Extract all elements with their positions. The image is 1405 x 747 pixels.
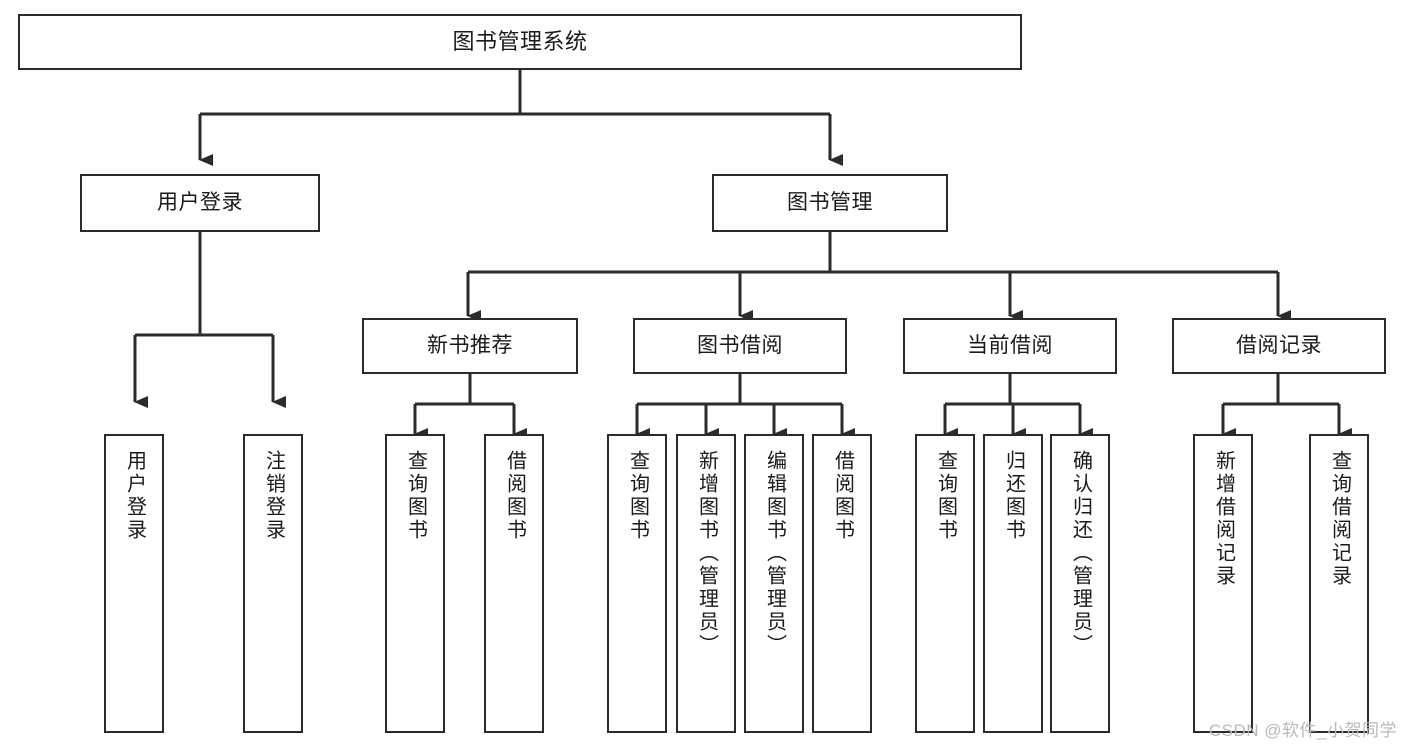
node-label: 查询图书 [404,450,427,542]
leaf-user-login-logout[interactable]: 注销登录 [243,434,303,733]
node-root-system[interactable]: 图书管理系统 [18,14,1022,70]
node-label: 借阅图书 [831,450,854,542]
node-label: 查询图书 [934,450,957,542]
node-label: 图书借阅 [697,334,783,358]
node-new-book-recommend[interactable]: 新书推荐 [362,318,578,374]
node-label: 注销登录 [262,450,285,542]
node-label: 确认归还（管理员） [1069,450,1092,657]
leaf-book-borrow-edit[interactable]: 编辑图书（管理员） [744,434,804,733]
node-book-management[interactable]: 图书管理 [712,174,948,232]
node-user-login[interactable]: 用户登录 [80,174,320,232]
node-label: 图书管理 [787,191,873,215]
node-label: 新书推荐 [427,334,513,358]
leaf-book-borrow-query[interactable]: 查询图书 [607,434,667,733]
leaf-new-book-query[interactable]: 查询图书 [385,434,445,733]
node-label: 归还图书 [1002,450,1025,542]
leaf-current-borrow-query[interactable]: 查询图书 [915,434,975,733]
node-book-borrow[interactable]: 图书借阅 [633,318,847,374]
leaf-book-borrow-borrow[interactable]: 借阅图书 [812,434,872,733]
leaf-user-login-login[interactable]: 用户登录 [104,434,164,733]
node-label: 编辑图书（管理员） [763,450,786,657]
leaf-borrow-record-add[interactable]: 新增借阅记录 [1193,434,1253,733]
node-label: 当前借阅 [967,334,1053,358]
leaf-borrow-record-query[interactable]: 查询借阅记录 [1309,434,1369,733]
node-borrow-record[interactable]: 借阅记录 [1172,318,1386,374]
leaf-current-borrow-confirm-return[interactable]: 确认归还（管理员） [1050,434,1110,733]
node-label: 新增借阅记录 [1212,450,1235,588]
watermark-text: CSDN @软件_小贺同学 [1208,721,1397,740]
leaf-current-borrow-return[interactable]: 归还图书 [983,434,1043,733]
leaf-book-borrow-add[interactable]: 新增图书（管理员） [676,434,736,733]
node-label: 用户登录 [157,191,243,215]
node-label: 用户登录 [123,450,146,542]
leaf-new-book-borrow[interactable]: 借阅图书 [484,434,544,733]
node-label: 查询图书 [626,450,649,542]
node-label: 借阅图书 [503,450,526,542]
node-label: 查询借阅记录 [1328,450,1351,588]
node-label: 图书管理系统 [452,28,588,54]
node-current-borrow[interactable]: 当前借阅 [903,318,1117,374]
node-label: 新增图书（管理员） [695,450,718,657]
node-label: 借阅记录 [1236,334,1322,358]
